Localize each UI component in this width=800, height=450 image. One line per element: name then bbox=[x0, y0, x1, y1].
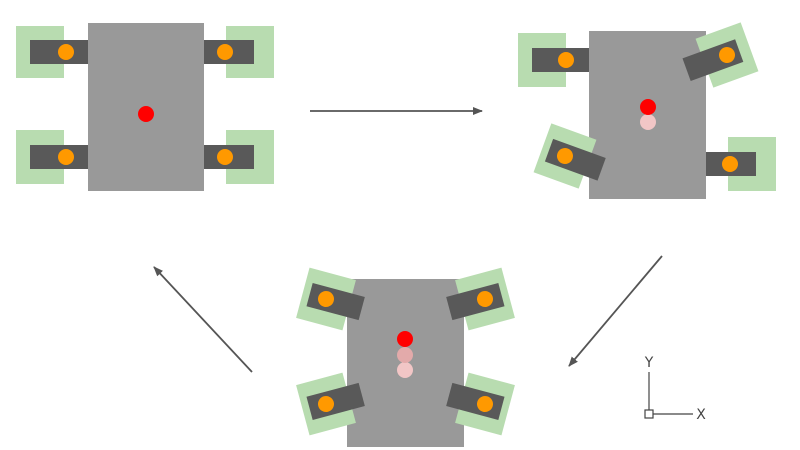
leg-rear-left bbox=[16, 130, 88, 184]
leg-arm bbox=[544, 138, 606, 181]
joint-icon bbox=[722, 156, 738, 172]
x-axis-label: X bbox=[696, 407, 706, 423]
robot-pose-3 bbox=[296, 267, 515, 447]
joint-icon bbox=[477, 396, 493, 412]
leg-rear-left bbox=[296, 372, 365, 436]
robot-pose-2 bbox=[518, 22, 776, 199]
origin-marker bbox=[644, 409, 654, 419]
y-axis-label: Y bbox=[644, 355, 654, 371]
leg-arm bbox=[446, 382, 505, 420]
center-of-mass-current bbox=[640, 99, 656, 115]
leg-arm bbox=[306, 283, 365, 321]
leg-rear-left bbox=[533, 123, 606, 189]
joint-icon bbox=[557, 148, 573, 164]
center-of-mass-current bbox=[138, 106, 154, 122]
leg-rear-right bbox=[446, 372, 515, 436]
joint-icon bbox=[719, 47, 735, 63]
leg-rear-right bbox=[706, 137, 776, 191]
joint-icon bbox=[217, 149, 233, 165]
leg-front-left bbox=[16, 26, 88, 78]
joint-icon bbox=[318, 396, 334, 412]
leg-front-right bbox=[446, 267, 515, 331]
leg-front-left bbox=[296, 267, 365, 331]
joint-icon bbox=[477, 291, 493, 307]
leg-arm bbox=[306, 382, 365, 420]
center-of-mass-previous-2 bbox=[397, 362, 413, 378]
transition-arrow bbox=[153, 266, 253, 373]
leg-front-left bbox=[518, 33, 589, 87]
leg-arm bbox=[446, 283, 505, 321]
leg-rear-right bbox=[204, 130, 274, 184]
joint-icon bbox=[58, 149, 74, 165]
center-of-mass-previous-1 bbox=[397, 347, 413, 363]
robot-pose-1 bbox=[16, 23, 274, 191]
joint-icon bbox=[318, 291, 334, 307]
transition-arrow bbox=[568, 255, 663, 367]
leg-front-right bbox=[204, 26, 274, 78]
coordinate-axes: Y X bbox=[644, 355, 706, 423]
leg-front-right bbox=[682, 22, 759, 88]
joint-icon bbox=[58, 44, 74, 60]
center-of-mass-previous bbox=[640, 114, 656, 130]
center-of-mass-current bbox=[397, 331, 413, 347]
joint-icon bbox=[217, 44, 233, 60]
joint-icon bbox=[558, 52, 574, 68]
